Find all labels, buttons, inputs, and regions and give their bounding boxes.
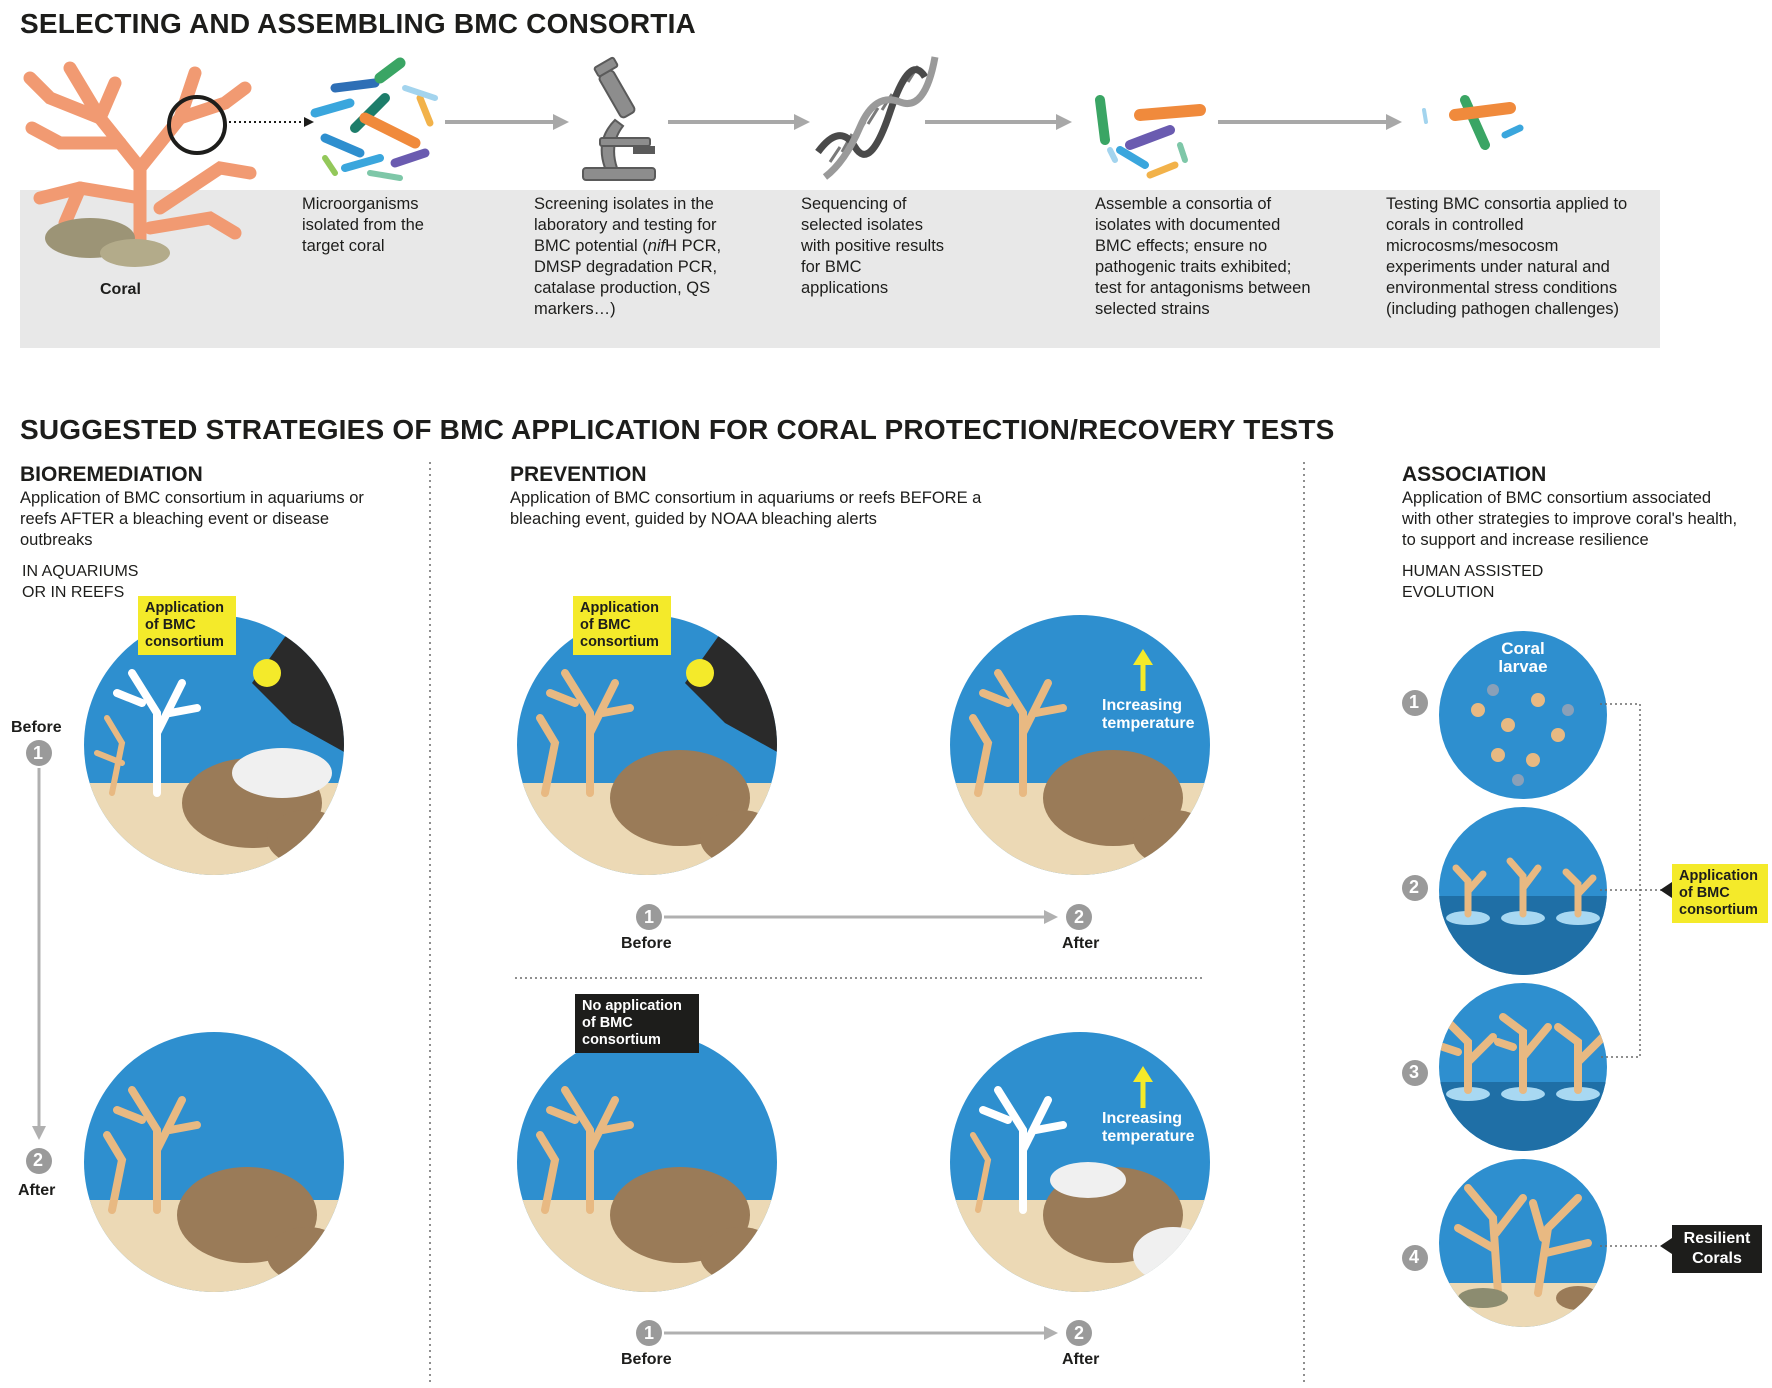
before-after-horizontal-arrow — [636, 904, 1092, 930]
step-number-2: 2 — [33, 1150, 44, 1170]
reef-scene-bleached-with-diver — [84, 615, 344, 875]
reef-scene-temp-bleached — [950, 1032, 1210, 1292]
top-title: SELECTING AND ASSEMBLING BMC CONSORTIA — [20, 8, 696, 39]
step-number-4: 4 — [1409, 1247, 1420, 1267]
before-label: Before — [621, 1351, 672, 1368]
increasing-temperature-label: Increasing temperature — [1102, 697, 1195, 732]
step-number-1: 1 — [1409, 692, 1420, 712]
after-label: After — [1062, 935, 1100, 952]
step-number-3: 3 — [1409, 1062, 1420, 1082]
prevention-heading: PREVENTION — [510, 463, 647, 486]
flow-arrow — [1218, 114, 1402, 130]
step-text-screening: Screening isolates in the laboratory and… — [534, 194, 749, 320]
step-text-isolation: Microorganisms isolated from the target … — [302, 195, 424, 255]
reef-scene-recovered — [84, 1032, 344, 1292]
before-label: Before — [11, 719, 62, 736]
column-divider — [1303, 462, 1305, 1382]
microscope-icon — [582, 56, 656, 181]
bioremediation-heading: BIOREMEDIATION — [20, 463, 203, 486]
callout-pointer — [1660, 882, 1672, 898]
callout-application: Application of BMC consortium — [573, 596, 671, 655]
reef-scene-no-application — [517, 1032, 777, 1292]
bioremediation-desc: Application of BMC consortium in aquariu… — [20, 489, 364, 549]
coral-larvae-label: Coral larvae — [1498, 639, 1548, 676]
step-number-1: 1 — [644, 907, 655, 927]
step-text-sequencing: Sequencing of selected isolates with pos… — [801, 195, 945, 297]
step-number-1: 1 — [33, 743, 44, 763]
testing-consortium-icon — [1422, 95, 1524, 150]
callout-pointer — [1660, 1238, 1672, 1254]
zoom-circle — [167, 95, 227, 155]
increasing-temperature-label: Increasing temperature — [1102, 1110, 1195, 1145]
step-number-1: 1 — [644, 1323, 655, 1343]
bioremediation-sub: IN AQUARIUMS OR IN REEFS — [22, 563, 139, 601]
callout-application: Application of BMC consortium — [138, 596, 236, 655]
step-text-assemble: Assemble a consortia of isolates with do… — [1095, 195, 1311, 318]
association-heading: ASSOCIATION — [1402, 463, 1547, 486]
microorganisms-icon — [310, 57, 438, 181]
divider-dotted — [515, 977, 1205, 979]
after-label: After — [18, 1182, 56, 1199]
coral-illustration — [23, 61, 257, 267]
step2-text-b: H PCR, DMSP degradation PCR, catalase pr… — [534, 237, 722, 318]
step-number-2: 2 — [1074, 1323, 1085, 1343]
step-text-testing: Testing BMC consortia applied to corals … — [1386, 195, 1628, 318]
after-label: After — [1062, 1351, 1100, 1368]
dotted-connector — [1600, 1245, 1660, 1247]
reef-scene-temp-protected — [950, 615, 1210, 875]
step2-italic: nif — [647, 237, 666, 255]
callout-application: Application of BMC consortium — [1672, 864, 1768, 923]
flow-arrow — [668, 114, 810, 130]
dotted-connector — [224, 117, 314, 127]
before-label: Before — [621, 935, 672, 952]
step-badges — [1402, 690, 1428, 1271]
consortium-icon — [1095, 95, 1206, 179]
before-after-horizontal-arrow — [636, 1320, 1092, 1346]
before-after-vertical-arrow — [26, 740, 52, 1174]
association-desc: Application of BMC consortium associated… — [1402, 489, 1738, 549]
reef-scene-prevention-diver — [517, 615, 777, 875]
association-sub: HUMAN ASSISTED EVOLUTION — [1402, 563, 1544, 601]
flow-arrow — [445, 114, 569, 130]
step-number-2: 2 — [1074, 907, 1085, 927]
step-number-2: 2 — [1409, 877, 1420, 897]
callout-no-application: No application of BMC consortium — [575, 994, 699, 1053]
resilient-corals-label: Resilient Corals — [1672, 1225, 1762, 1273]
association-circle-larvae — [1439, 631, 1607, 799]
strategies-title: SUGGESTED STRATEGIES OF BMC APPLICATION … — [20, 414, 1335, 445]
association-circle-settling — [1439, 807, 1607, 975]
prevention-desc: Application of BMC consortium in aquariu… — [510, 489, 982, 528]
coral-label: Coral — [100, 281, 141, 298]
association-circle-resilient — [1439, 1159, 1607, 1327]
bracket-connector — [1600, 703, 1664, 1058]
association-circle-growing — [1439, 983, 1607, 1151]
process-band — [20, 190, 1660, 348]
column-divider — [429, 462, 431, 1382]
dna-icon — [815, 56, 939, 180]
step2-text-a: Screening isolates in the laboratory and… — [534, 195, 717, 255]
flow-arrow — [925, 114, 1072, 130]
